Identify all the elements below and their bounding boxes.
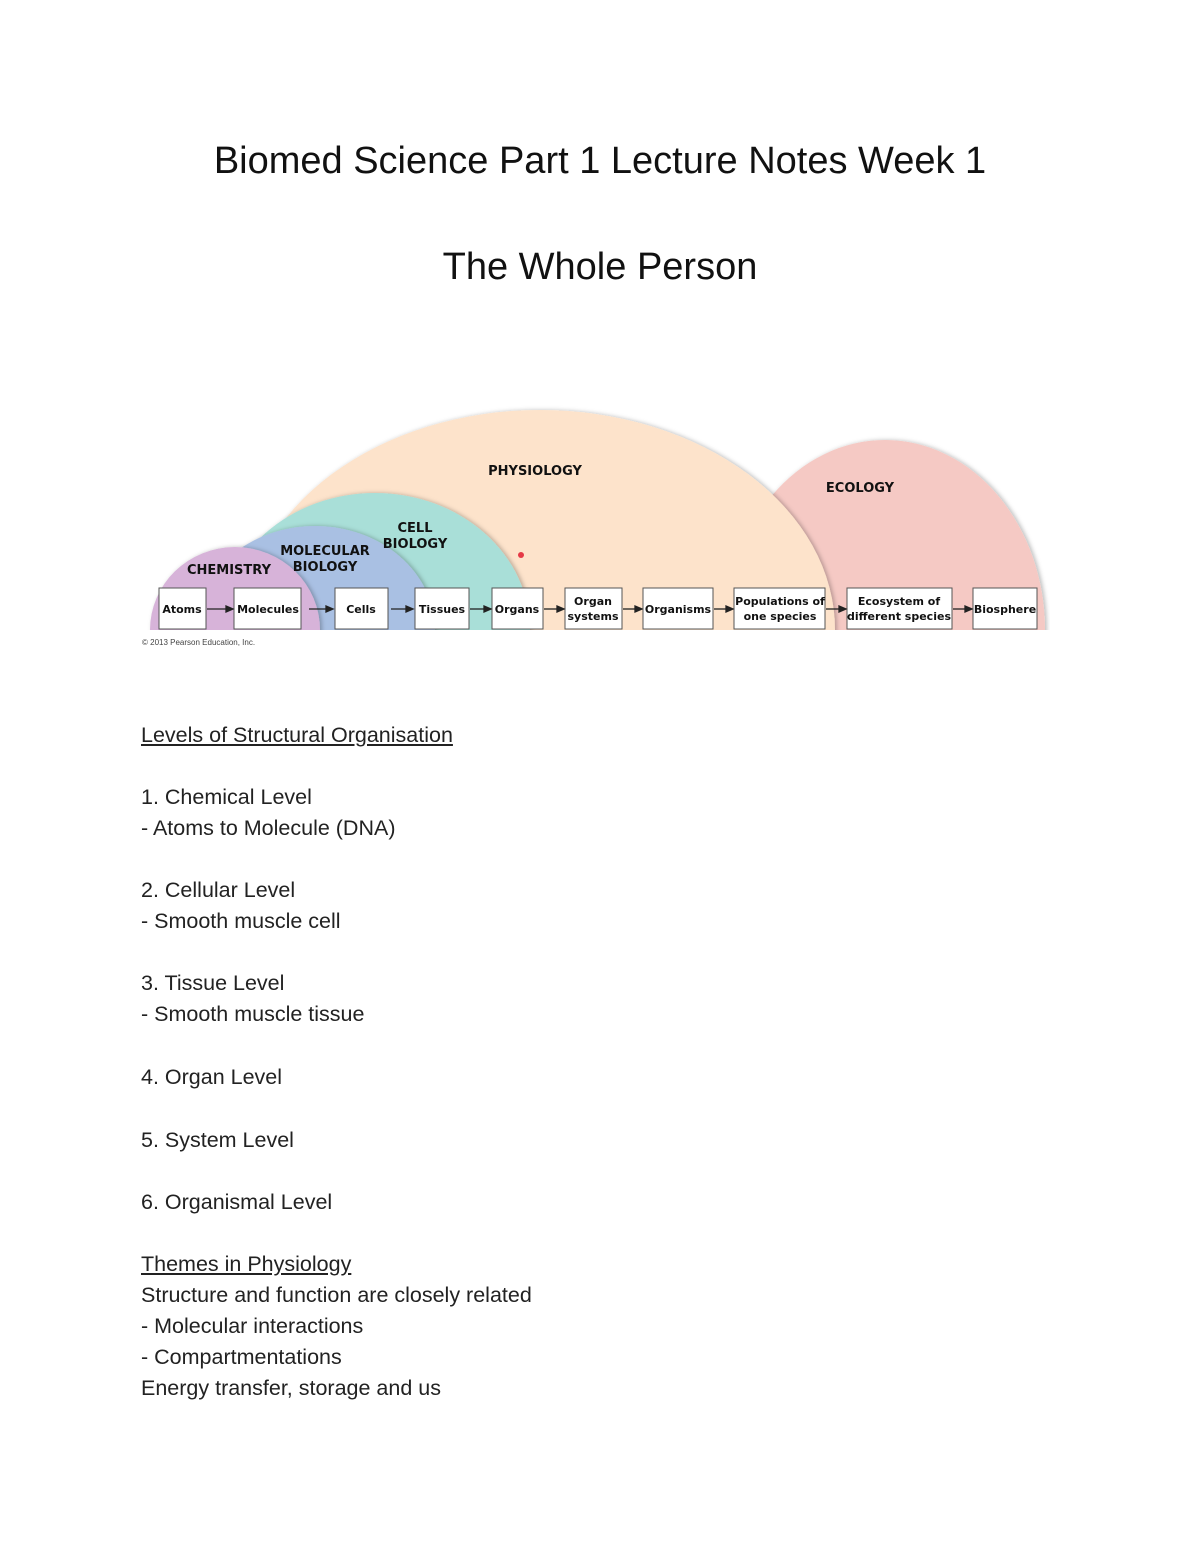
theme-1-point-b: - Compartmentations xyxy=(141,1345,342,1369)
box-organisms: Organisms xyxy=(645,603,712,616)
level-1: 1. Chemical Level xyxy=(141,785,312,809)
level-2: 2. Cellular Level xyxy=(141,878,296,902)
box-atoms: Atoms xyxy=(162,603,202,616)
box-populations-2: one species xyxy=(744,610,817,623)
label-chemistry: CHEMISTRY xyxy=(187,563,272,578)
level-3-detail: - Smooth muscle tissue xyxy=(141,1002,365,1026)
level-5: 5. System Level xyxy=(141,1128,294,1152)
box-populations-1: Populations of xyxy=(735,595,825,608)
document-title: Biomed Science Part 1 Lecture Notes Week… xyxy=(213,140,987,182)
box-organ-systems-1: Organ xyxy=(574,595,612,608)
label-ecology: ECOLOGY xyxy=(826,481,895,496)
box-organs: Organs xyxy=(495,603,540,616)
theme-2: Energy transfer, storage and us xyxy=(141,1376,441,1400)
level-1-detail: - Atoms to Molecule (DNA) xyxy=(141,816,396,840)
box-tissues: Tissues xyxy=(419,603,466,616)
heading-levels: Levels of Structural Organisation xyxy=(141,723,453,747)
box-molecules: Molecules xyxy=(237,603,299,616)
box-biosphere: Biosphere xyxy=(974,603,1036,616)
theme-1: Structure and function are closely relat… xyxy=(141,1283,532,1307)
label-physiology: PHYSIOLOGY xyxy=(488,464,582,479)
box-ecosystem-1: Ecosystem of xyxy=(858,595,940,608)
theme-1-point-a: - Molecular interactions xyxy=(141,1314,364,1338)
label-molecular-2: BIOLOGY xyxy=(293,560,358,575)
red-dot-marker xyxy=(518,552,524,558)
box-cells: Cells xyxy=(346,603,376,616)
level-4: 4. Organ Level xyxy=(141,1065,283,1089)
box-organ-systems-2: systems xyxy=(568,610,619,623)
level-3: 3. Tissue Level xyxy=(141,971,285,995)
document-subtitle: The Whole Person xyxy=(442,246,758,288)
level-6: 6. Organismal Level xyxy=(141,1190,333,1214)
level-2-detail: - Smooth muscle cell xyxy=(141,909,341,933)
label-cell-1: CELL xyxy=(398,521,433,536)
label-cell-2: BIOLOGY xyxy=(383,537,448,552)
levels-of-organisation-diagram: CHEMISTRY MOLECULAR BIOLOGY CELL BIOLOGY… xyxy=(140,400,1050,660)
label-molecular-1: MOLECULAR xyxy=(280,544,370,559)
box-ecosystem-2: different species xyxy=(847,610,951,623)
copyright-notice: © 2013 Pearson Education, Inc. xyxy=(142,638,255,647)
heading-themes: Themes in Physiology xyxy=(141,1252,352,1276)
